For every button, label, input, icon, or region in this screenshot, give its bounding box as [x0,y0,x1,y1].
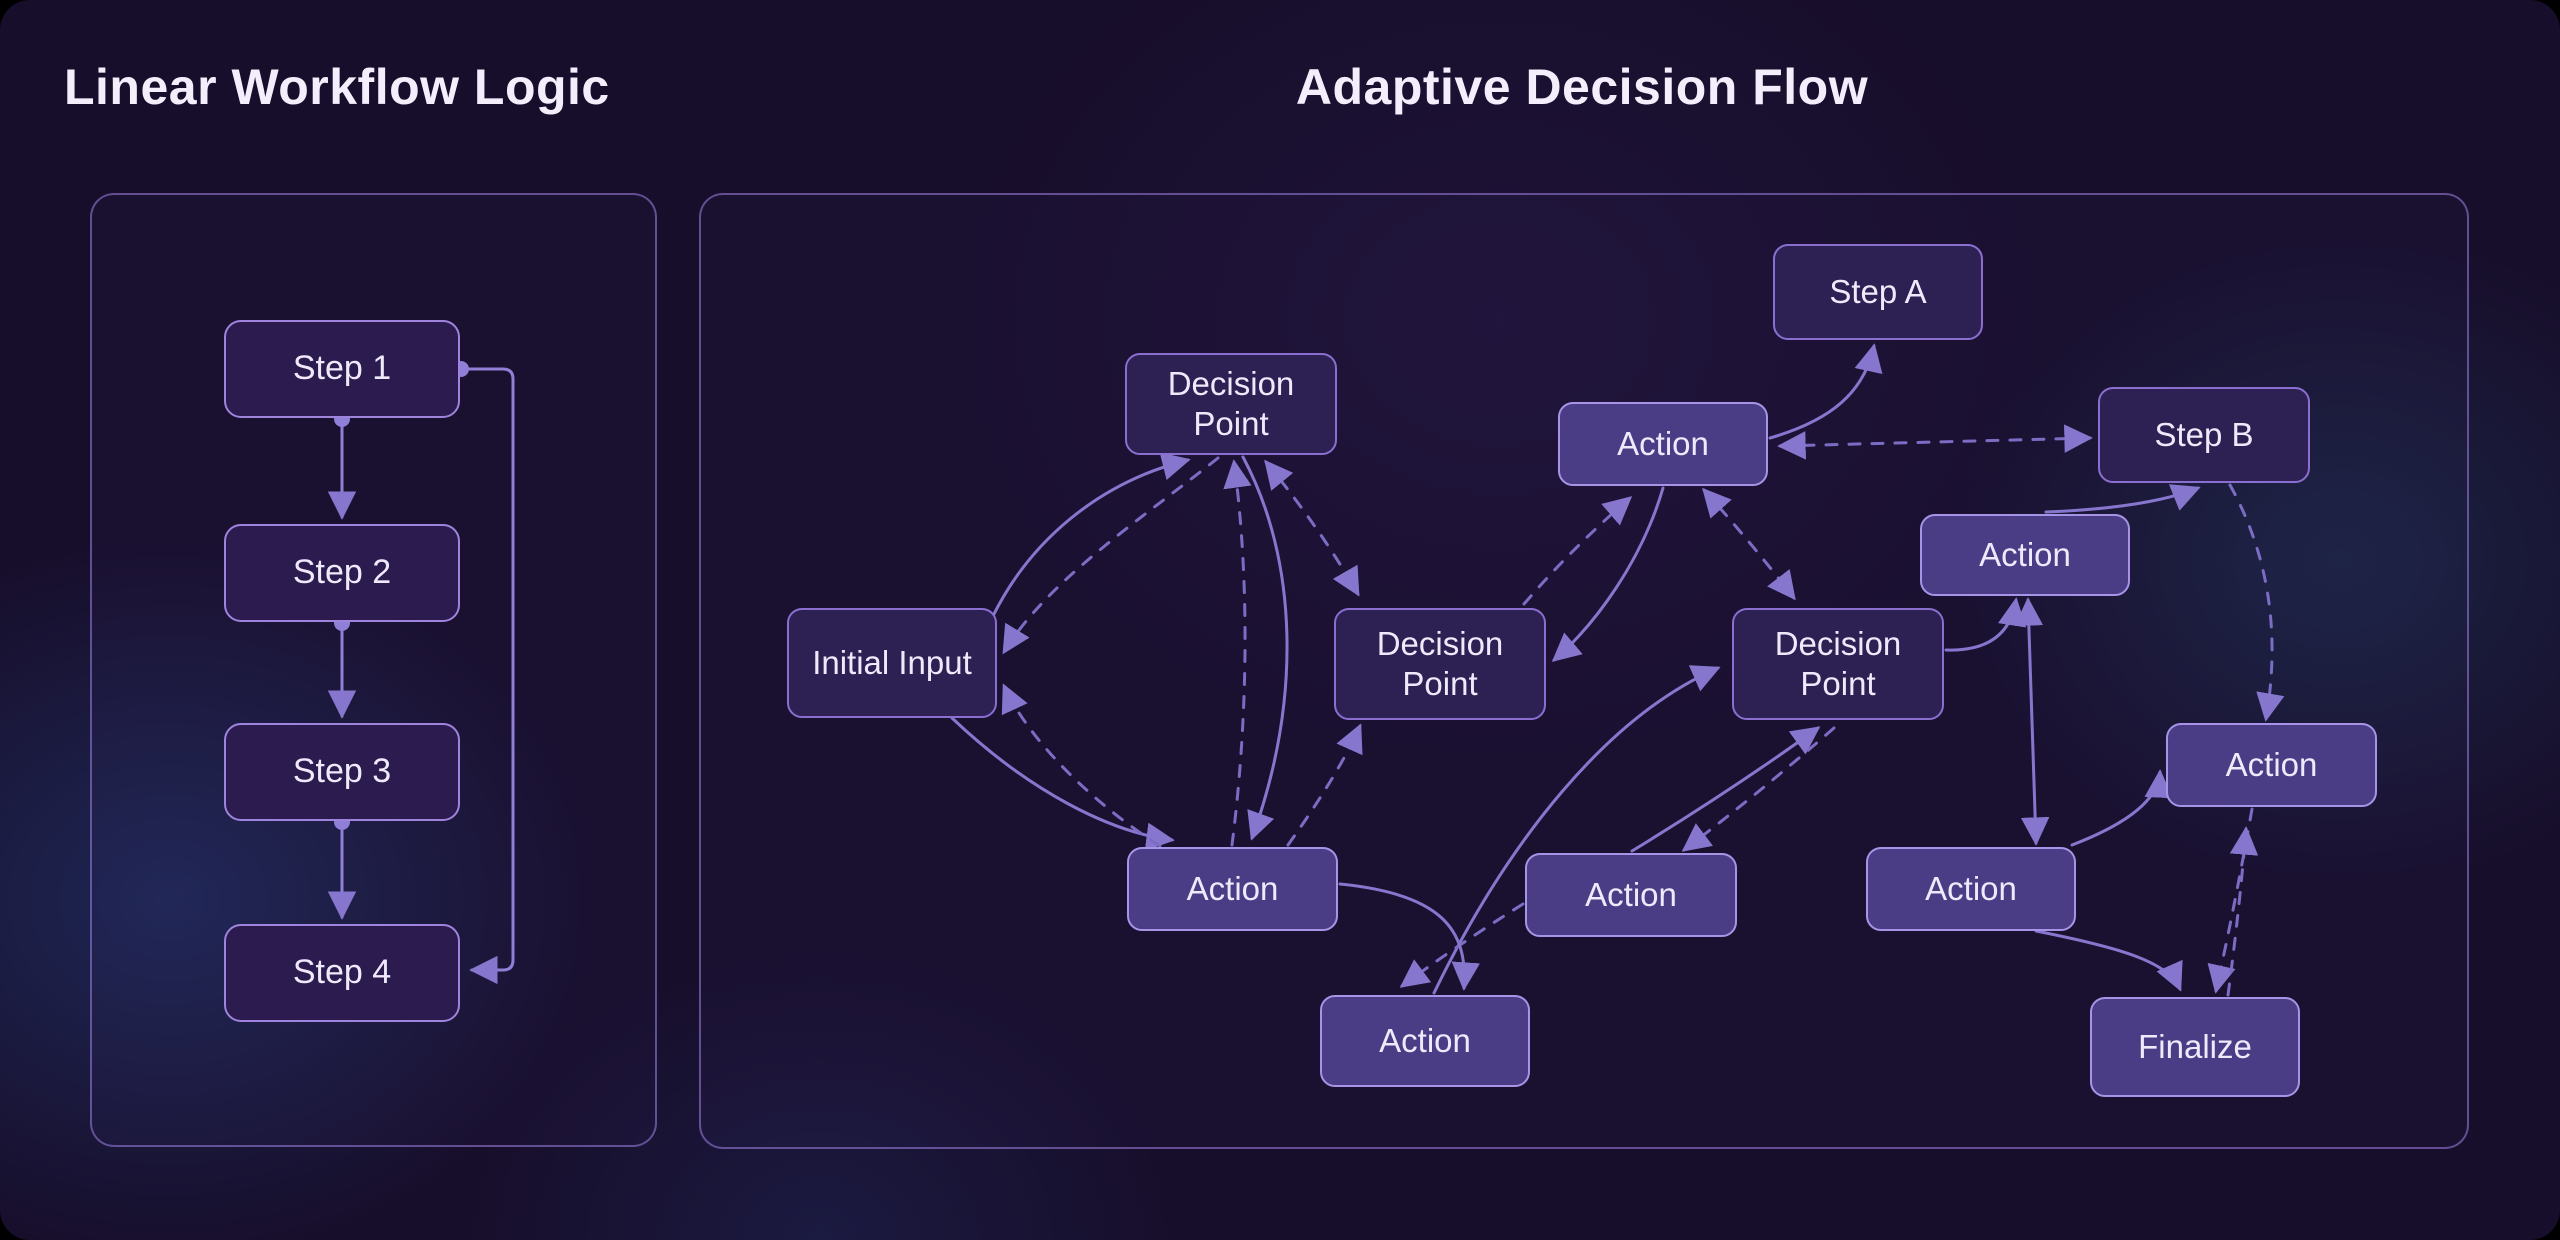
edge-dp-top-to-action-bl [1241,455,1289,841]
edge-action-br-to-action-mr [2070,769,2173,847]
edge-action-bm-to-action-bc [1399,902,1525,988]
node-initial-input: Initial Input [787,608,997,718]
node-step-3: Step 3 [224,723,460,821]
edge-action-bl-to-dp-top [1223,459,1252,847]
node-action-bm: Action [1525,853,1737,937]
edge-action-br-to-action-r1 [2014,597,2050,846]
node-step-2: Step 2 [224,524,460,622]
edge-initial-input-to-dp-top [990,452,1191,620]
node-finalize: Finalize [2090,997,2300,1097]
node-action-top: Action [1558,402,1768,486]
edge-action-top-to-step-b [1777,424,2093,460]
node-dp-top: Decision Point [1125,353,1337,455]
edge-step-1-to-step-4 [460,367,515,985]
edge-dp-top-to-initial-input [1002,456,1220,655]
edge-action-top-to-step-a [1768,343,1883,440]
linear-workflow-title: Linear Workflow Logic [64,59,610,115]
edge-action-br-to-finalize [2034,929,2183,992]
edge-action-top-to-dp-mid [1551,486,1665,662]
edge-dp-right-to-action-bm [1681,726,1836,852]
linear-workflow-panel [90,193,657,1147]
node-step-b: Step B [2098,387,2310,483]
edge-action-bm-to-dp-right [1630,726,1821,853]
node-action-mr: Action [2166,723,2377,807]
node-dp-mid: Decision Point [1334,608,1546,720]
edge-dp-right-to-action-r1 [1944,597,2027,652]
node-action-bc: Action [1320,995,1530,1087]
edge-action-r1-to-step-b [2044,484,2201,514]
edge-dp-mid-to-action-top [1522,496,1633,606]
node-dp-right: Decision Point [1732,608,1944,720]
edge-dp-top-to-dp-mid [1264,459,1360,597]
edge-action-bl-to-action-bc [1338,882,1480,991]
adaptive-flow-title: Adaptive Decision Flow [1295,59,1869,115]
node-action-br: Action [1866,847,2076,931]
edge-action-top-to-dp-right [1702,487,1796,601]
edge-initial-input-to-action-bl [950,716,1175,851]
node-step-a: Step A [1773,244,1983,340]
edge-finalize-to-action-mr [2226,826,2259,997]
node-action-r1: Action [1920,514,2130,596]
node-action-bl: Action [1127,847,1338,931]
edge-action-bl-to-initial-input [1001,683,1162,848]
node-step-4: Step 4 [224,924,460,1022]
edge-step-b-to-action-mr [2228,483,2285,722]
node-step-1: Step 1 [224,320,460,418]
edge-action-bl-to-dp-mid [1286,723,1363,847]
adaptive-flow-panel [699,193,2469,1149]
edge-action-mr-to-finalize [2207,807,2254,994]
edge-action-bc-to-dp-right [1432,665,1721,995]
